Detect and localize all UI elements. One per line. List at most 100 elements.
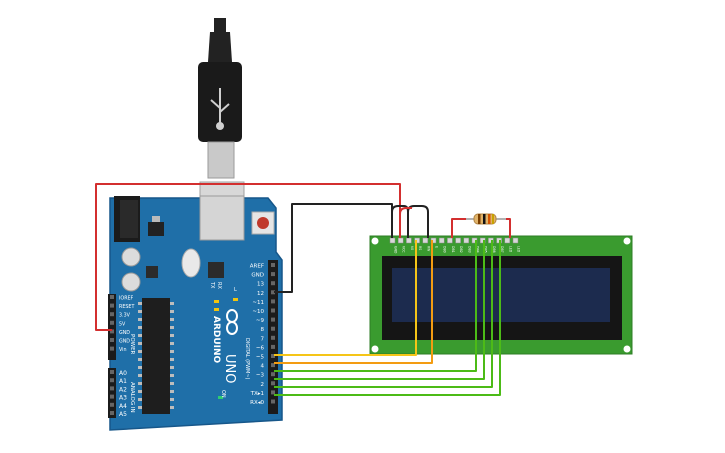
digital-pin[interactable] [271,399,275,404]
power-pin[interactable] [110,295,114,299]
analog-pin[interactable] [110,411,114,415]
power-header [108,294,116,360]
digital-pin[interactable] [271,344,275,349]
wire-db7[interactable] [274,240,501,396]
l-led [233,298,238,301]
analog-pin-label: A0 [119,370,127,377]
digital-pin[interactable] [271,381,275,386]
wires [95,183,511,396]
wire-resistor-left[interactable] [451,218,466,238]
analog-header [108,368,116,418]
power-pin[interactable] [110,320,114,325]
lcd-pin[interactable] [422,237,429,244]
lcd-pin[interactable] [389,237,396,244]
digital-pin[interactable] [271,372,275,377]
lcd-pin-label: DB7 [500,246,504,253]
power-pin-label: GND [119,330,130,336]
digital-pin[interactable] [271,326,275,331]
analog-pin[interactable] [110,378,114,383]
on-led [218,396,223,399]
reset-button-cap[interactable] [257,217,269,229]
lcd-pin-label: RS [418,246,422,250]
lcd-pin[interactable] [406,237,412,244]
lcd-pin-label: GND [394,246,398,254]
wire-resistor-right[interactable] [506,218,511,238]
analog-pin[interactable] [110,394,114,399]
digital-pin[interactable] [271,299,275,304]
arduino-brand-text: ARDUINO [211,316,221,364]
on-label: ON [220,390,226,398]
lcd-pin[interactable] [504,237,511,244]
tx-led [214,300,219,303]
wire-5v[interactable] [95,183,401,331]
voltage-regulator [148,222,164,236]
lcd-pin[interactable] [463,237,470,244]
digital-pin-label: 2 [261,382,265,388]
lcd-pin-label: LED [508,246,512,253]
lcd-pin-label: DB6 [492,246,496,253]
digital-pin[interactable] [271,363,275,368]
power-pin[interactable] [110,303,114,308]
wire-db4[interactable] [274,240,477,372]
lcd-pin[interactable] [447,237,453,244]
arduino-logo [226,309,238,335]
digital-pin-label: GND [251,273,264,279]
usb-cable-strain-relief [208,32,232,62]
lcd-pin-label: LED [517,246,521,253]
mount-hole [623,345,631,353]
power-pin[interactable] [110,338,114,342]
wire-db5[interactable] [274,240,485,380]
digital-pin-label: ~9 [256,318,265,324]
digital-pin[interactable] [271,335,275,340]
rx-led [214,308,219,311]
wire-db6[interactable] [274,240,493,388]
lcd-pin[interactable] [438,237,445,244]
lcd-pin-label: RW [426,246,430,252]
analog-pin[interactable] [110,402,114,407]
mount-hole [623,237,631,245]
digital-pin[interactable] [271,354,275,358]
lcd-pin[interactable] [512,237,519,244]
digital-pin[interactable] [271,272,275,277]
power-pin-label: RESET [119,304,134,310]
digital-pin-label: 7 [261,336,265,342]
digital-pin-label: RX◂0 [250,400,264,406]
power-section-label: POWER [129,334,135,355]
digital-pin[interactable] [271,290,275,295]
lcd-pin-label: DB1 [451,246,455,253]
lcd-pin[interactable] [397,237,404,244]
digital-pin-label: TX▸1 [250,391,264,397]
crystal-oscillator [181,248,201,278]
analog-pin-label: A5 [119,411,127,418]
power-pin[interactable] [110,312,114,317]
power-pin[interactable] [110,346,114,351]
lcd-pin-label: DB5 [484,246,488,253]
digital-pin[interactable] [271,390,275,395]
wire-rs[interactable] [274,240,417,356]
analog-pin[interactable] [110,386,114,391]
wire-enable[interactable] [274,240,433,364]
usb-icon [210,88,230,130]
lcd-pin[interactable] [414,237,420,244]
resistor[interactable] [466,213,506,225]
lcd-pin-label: VCC [402,246,406,253]
power-pin[interactable] [110,329,114,334]
lcd-pin-label: DB0 [443,246,447,253]
mount-hole [371,237,379,245]
tx-label: TX [209,281,215,289]
lcd-pin[interactable] [488,237,494,244]
analog-pin-label: A1 [119,378,127,385]
digital-pin[interactable] [271,281,275,286]
digital-pin[interactable] [271,263,275,267]
lcd-pin[interactable] [479,237,486,244]
digital-pin[interactable] [271,308,275,313]
wire-gnd-bridge-2[interactable] [407,205,429,238]
digital-pin[interactable] [271,317,275,322]
analog-pin[interactable] [110,370,114,374]
lcd-pin-label: DB4 [476,246,480,253]
lcd-pin[interactable] [455,237,461,244]
